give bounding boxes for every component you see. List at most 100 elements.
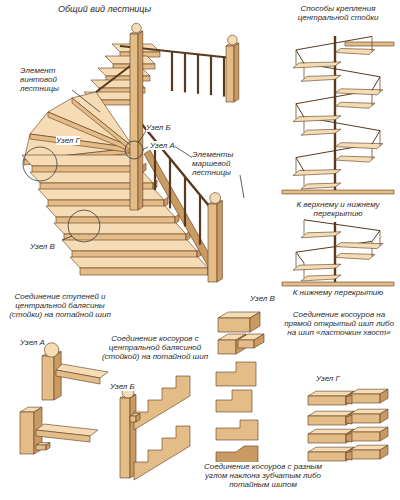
- post-knob: [132, 23, 142, 33]
- spiral-tread: [301, 232, 341, 238]
- handrail: [372, 77, 380, 90]
- tread: [22, 155, 142, 166]
- wood-block: [234, 43, 239, 102]
- baluster: [197, 54, 199, 94]
- floor-slab: [282, 282, 394, 286]
- handrail: [296, 158, 304, 171]
- wood-block: [217, 201, 222, 282]
- spiral-tread: [335, 102, 375, 108]
- spiral-tread: [301, 183, 341, 189]
- handrail: [304, 220, 380, 231]
- staircase: [22, 23, 239, 282]
- wood-block: [380, 445, 388, 459]
- part-label: Соединение ступеней и центральной баляси…: [4, 292, 116, 320]
- part-label: К нижнему перекрытию: [283, 288, 393, 297]
- leader-lines: [23, 90, 244, 242]
- tenon: [346, 451, 352, 460]
- baluster: [372, 36, 373, 51]
- baluster: [184, 177, 186, 227]
- wood-block: [254, 334, 264, 348]
- tread-end: [164, 197, 168, 207]
- baluster: [296, 158, 297, 173]
- post-knob: [228, 35, 238, 45]
- stringer: [216, 420, 258, 440]
- wood-block: [308, 452, 346, 461]
- joint-details: [20, 312, 388, 480]
- wood-block: [36, 445, 46, 450]
- wood-block: [208, 204, 217, 282]
- tenon: [346, 415, 352, 424]
- wood-block: [120, 398, 130, 478]
- winder-tread: [72, 92, 134, 148]
- part-label: Узел А: [20, 338, 54, 347]
- handrail: [372, 231, 380, 242]
- baluster: [380, 131, 381, 146]
- wood-block: [308, 416, 346, 425]
- spiral-tread: [335, 48, 375, 54]
- stringer: [216, 390, 252, 412]
- wood-block: [20, 412, 34, 454]
- spiral-tread: [335, 156, 375, 162]
- central-post: [334, 222, 336, 282]
- part-label: Узел Г: [56, 136, 90, 145]
- handrail: [372, 131, 380, 144]
- baluster: [380, 77, 381, 92]
- baluster: [296, 104, 297, 119]
- post-knob: [210, 193, 221, 204]
- part-label: Узел Б: [110, 382, 144, 391]
- baluster: [304, 220, 305, 235]
- tread-end: [175, 214, 179, 224]
- spiral-tread: [335, 89, 383, 95]
- wood-block: [380, 409, 388, 423]
- tread: [46, 206, 175, 217]
- part-label: Соединение косоуров с разным углом накло…: [196, 462, 330, 490]
- riser: [80, 268, 208, 275]
- wood-block: [350, 432, 380, 441]
- wood-block: [350, 450, 380, 459]
- wood-block: [238, 340, 254, 348]
- central-post: [334, 36, 336, 190]
- tread-wedge: [56, 370, 100, 384]
- part-label: Соединение косоуров на прямой открытый ш…: [283, 310, 395, 338]
- stringer: [134, 376, 190, 430]
- spiral-tread: [301, 75, 341, 81]
- baluster: [210, 55, 212, 95]
- winder-riser: [72, 98, 134, 153]
- handrail: [296, 50, 304, 63]
- part-label: К верхнему и нижнему перекрытию: [283, 200, 393, 218]
- baluster: [184, 52, 186, 92]
- leader-line: [240, 175, 244, 198]
- baluster: [380, 231, 381, 246]
- wood-block: [250, 312, 260, 332]
- spiral-tread: [335, 143, 383, 149]
- baluster: [296, 252, 297, 267]
- baluster: [171, 51, 173, 91]
- detail-circle: [125, 141, 143, 159]
- tread: [38, 189, 164, 200]
- wood-block: [308, 434, 346, 443]
- leader-line: [62, 236, 72, 240]
- wood-block: [130, 34, 138, 210]
- detail-circle: [23, 147, 57, 181]
- spiral-tread: [293, 170, 341, 176]
- floor-slab: [345, 42, 394, 46]
- leader-line: [142, 147, 148, 150]
- leader-line: [72, 90, 100, 112]
- wood-block: [380, 427, 388, 441]
- tread: [70, 257, 208, 268]
- part-label: Узел А: [150, 141, 184, 150]
- spiral-tread: [301, 129, 341, 135]
- wood-block: [46, 443, 50, 450]
- wood-block: [138, 31, 143, 210]
- spiral-tread: [335, 243, 383, 249]
- tread-wedge: [36, 430, 90, 442]
- handrail: [296, 104, 304, 117]
- wood-block: [226, 46, 234, 102]
- wood-block: [218, 318, 250, 332]
- baluster: [296, 50, 297, 65]
- spiral-tread: [301, 275, 341, 281]
- tenon: [346, 395, 352, 404]
- tread: [54, 223, 186, 234]
- part-label: Узел В: [250, 294, 284, 303]
- figure-heading: Общий вид лестницы: [58, 4, 198, 14]
